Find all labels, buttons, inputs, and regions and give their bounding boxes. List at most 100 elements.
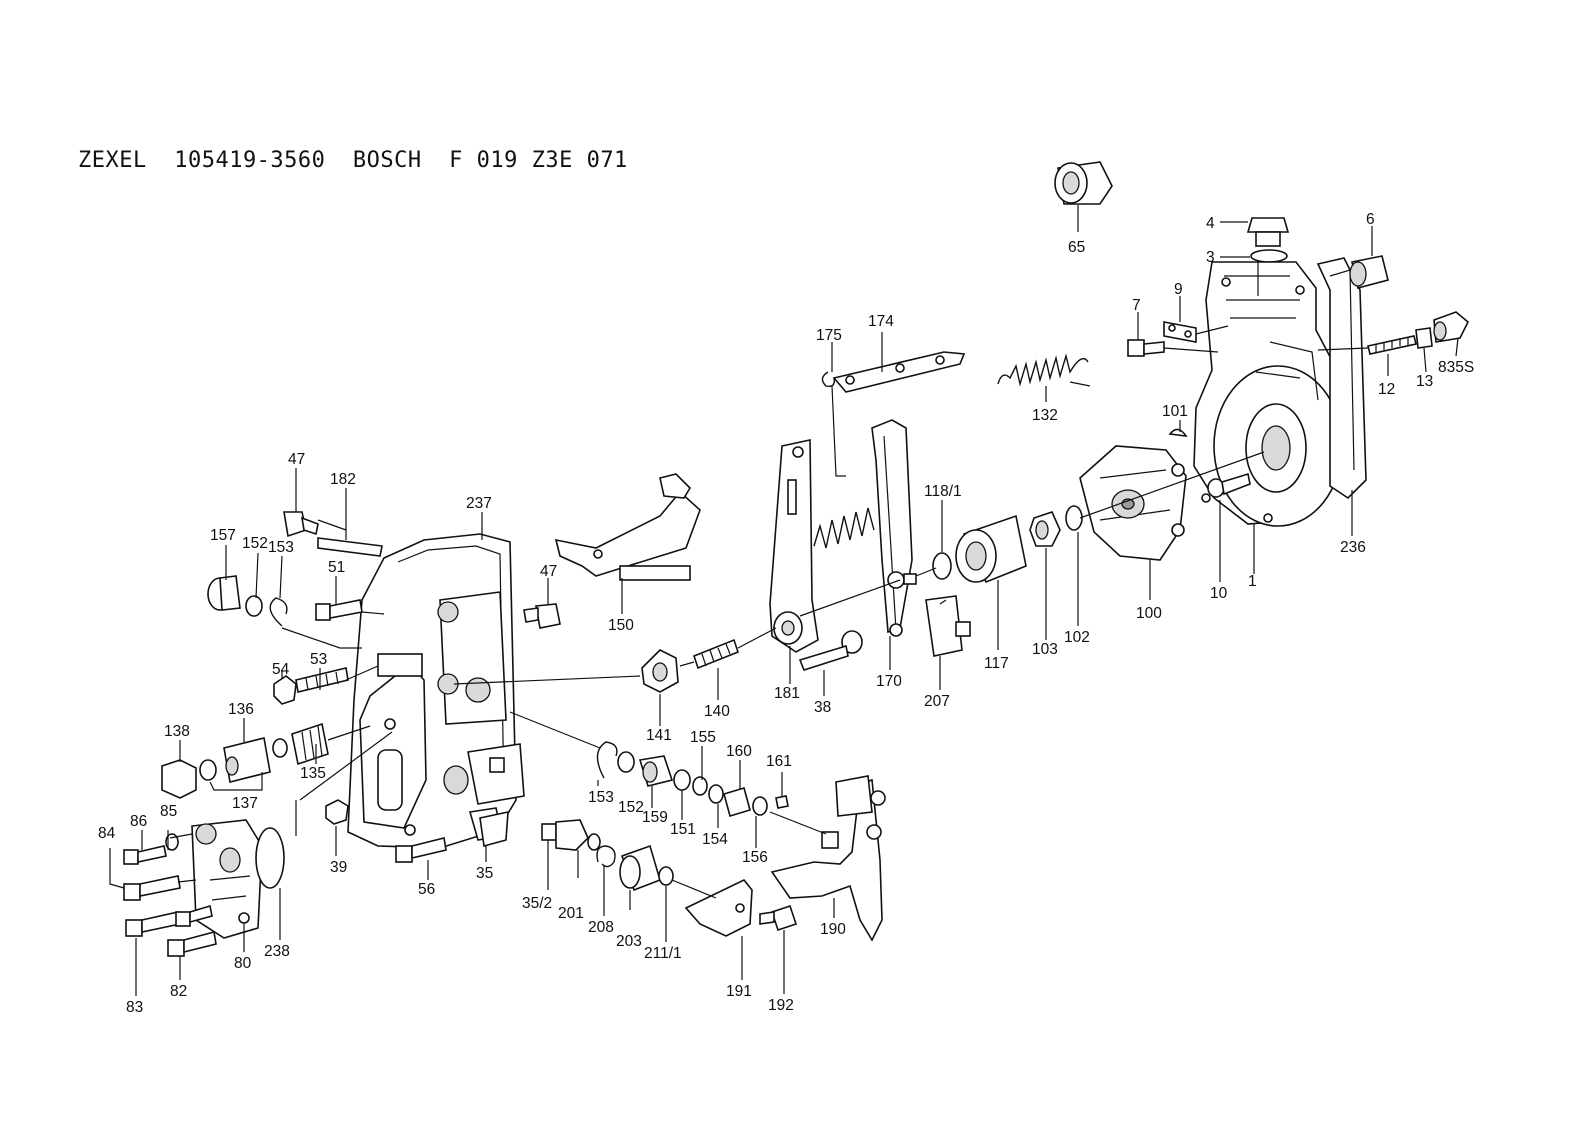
label-4: 4 xyxy=(1206,215,1215,232)
part-100-flyweight-assembly xyxy=(1079,445,1187,561)
diagram-title: ZEXEL 105419-3560 BOSCH F 019 Z3E 071 xyxy=(78,148,628,173)
part-150-lever-shaft xyxy=(554,473,701,581)
label-150: 150 xyxy=(608,617,634,634)
part-54-nut xyxy=(273,675,297,705)
label-159: 161 xyxy=(766,753,792,770)
part-65-sleeve xyxy=(1054,161,1113,205)
label-3: 3 xyxy=(1206,249,1215,266)
part-152-o-ring-upper xyxy=(245,595,263,617)
label-203: 203 xyxy=(616,933,642,950)
label-191: 191 xyxy=(726,983,752,1000)
leader-lines xyxy=(109,205,1459,996)
label-192: 192 xyxy=(768,997,794,1014)
part-9-plate xyxy=(1163,321,1197,343)
label-211/1: 211/1 xyxy=(644,945,682,962)
part-118-1-washer xyxy=(932,552,952,580)
label-100: 100 xyxy=(1136,605,1162,622)
label-56: 56 xyxy=(418,881,435,898)
part-137-washer-right xyxy=(272,738,288,758)
part-174-link xyxy=(832,351,966,393)
label-13: 13 xyxy=(1416,373,1433,390)
label-151: 159 xyxy=(642,809,668,826)
part-86-bolt xyxy=(123,845,167,865)
label-117: 117 xyxy=(984,655,1009,672)
label-201: 201 xyxy=(558,905,584,922)
label-101: 101 xyxy=(1162,403,1188,420)
label-47-upper: 47 xyxy=(288,451,305,468)
label-80: 80 xyxy=(234,955,252,972)
part-211-1-washer xyxy=(658,866,674,886)
label-236: 236 xyxy=(1340,539,1366,556)
label-157: 157 xyxy=(210,527,236,544)
part-835S-cap-nut xyxy=(1433,311,1469,343)
part-175-circlip xyxy=(821,371,836,388)
part-47-bolt-upper xyxy=(283,511,319,538)
part-117-sliding-sleeve xyxy=(955,514,1027,584)
part-82-bolt xyxy=(167,931,217,957)
label-170: 170 xyxy=(876,673,902,690)
part-181-tensioning-lever xyxy=(769,439,819,653)
label-65: 65 xyxy=(1068,239,1085,256)
label-138: 138 xyxy=(164,723,190,740)
label-103: 103 xyxy=(1032,641,1058,658)
part-3-washer xyxy=(1250,249,1288,263)
label-154: 151 xyxy=(670,821,696,838)
label-82: 82 xyxy=(170,983,187,1000)
part-182-pin xyxy=(317,537,383,557)
part-137-washer xyxy=(199,759,217,781)
part-10-bolt xyxy=(1207,472,1251,498)
label-132: 132 xyxy=(1032,407,1058,424)
part-132-tension-spring xyxy=(997,353,1089,387)
part-201-ring xyxy=(587,833,601,851)
part-190-stop-bracket xyxy=(770,775,886,942)
label-9: 9 xyxy=(1174,281,1183,298)
label-12: 12 xyxy=(1378,381,1395,398)
part-140-adjusting-screw xyxy=(693,638,739,670)
part-238-o-ring xyxy=(255,827,285,889)
label-1: 1 xyxy=(1248,573,1257,590)
label-156: 154 xyxy=(702,831,728,848)
part-4-plug-bolt xyxy=(1246,217,1290,247)
part-154-ring xyxy=(673,769,691,791)
label-152-upper: 152 xyxy=(242,535,268,552)
part-157-screw-plug xyxy=(207,575,241,611)
label-175: 175 xyxy=(816,327,842,344)
part-203-sleeve xyxy=(619,844,661,892)
part-84-bolt xyxy=(123,875,181,901)
part-51-bolt xyxy=(315,599,363,621)
part-208-spring xyxy=(596,845,616,868)
label-141: 141 xyxy=(646,727,672,744)
label-136: 136 xyxy=(228,701,254,718)
part-136-adjusting-sleeve xyxy=(223,737,271,783)
part-170-governor-lever xyxy=(871,419,917,637)
part-160-bushing xyxy=(723,786,751,818)
label-182: 182 xyxy=(330,471,356,488)
part-161-ring xyxy=(752,796,768,816)
part-152-o-ring-lower xyxy=(617,751,635,773)
governor-spring xyxy=(813,507,875,549)
part-153-circlip-upper xyxy=(269,597,288,627)
part-102-washer xyxy=(1065,505,1083,531)
label-237: 237 xyxy=(466,495,492,512)
label-51: 51 xyxy=(328,559,345,576)
label-118/1: 118/1 xyxy=(924,483,962,500)
part-6-plug xyxy=(1349,255,1389,289)
part-151-sleeve xyxy=(638,755,674,787)
label-86: 86 xyxy=(130,813,147,830)
label-181: 181 xyxy=(774,685,800,702)
part-153-circlip-lower xyxy=(596,741,618,779)
label-153-lower: 153 xyxy=(588,789,614,806)
label-190: 190 xyxy=(820,921,846,938)
label-54: 54 xyxy=(272,661,290,678)
bolt-center-small xyxy=(175,904,213,927)
part-labels: 65 4 3 6 7 9 12 13 835S 132 175 174 101 … xyxy=(98,211,1474,1016)
label-39: 39 xyxy=(330,859,347,876)
label-160: 160 xyxy=(726,743,752,760)
part-138-cap-nut xyxy=(161,759,197,799)
part-156-ring xyxy=(708,784,724,804)
part-35-2-fitting xyxy=(541,819,589,851)
label-6: 6 xyxy=(1366,211,1375,228)
label-152-lower: 152 xyxy=(618,799,644,816)
part-101-woodruff-key xyxy=(1168,428,1188,438)
